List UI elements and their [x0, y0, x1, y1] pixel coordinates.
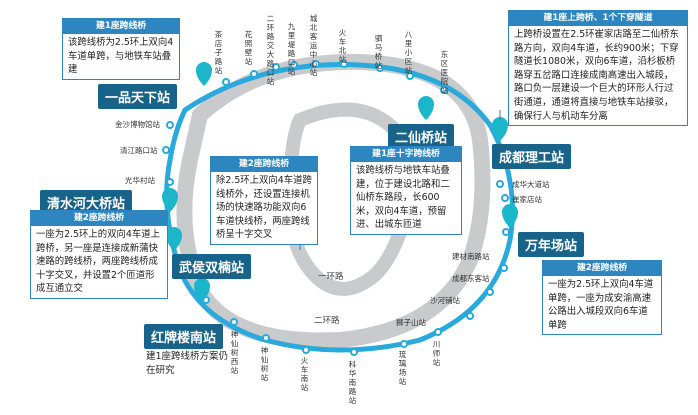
station-label: 清江路口站 — [120, 146, 158, 155]
info-box-left: 建2座跨线桥 一座为2.5环上的双向4车道上跨桥，另一座是连接成新蒲快速路的跨线… — [30, 210, 168, 299]
info-box-top-left: 建1座跨线桥 该跨线桥为2.5环上双向4车道单跨，与地铁车站叠建 — [62, 18, 180, 80]
station-label: 茶店子路站 — [214, 30, 223, 75]
station-label: 成华大道站 — [512, 180, 550, 189]
station-badge-erxian: 二仙桥站 — [388, 124, 455, 149]
info-box-title: 建1座跨线桥 — [63, 19, 179, 34]
info-box-body: 一座为2.5环上双向4车道单跨，一座为成安渝高速公路出入城段双向6车道单跨 — [548, 279, 654, 331]
station-label: 神仙树西站 — [230, 330, 239, 375]
station-label: 金沙博物馆站 — [115, 120, 160, 129]
station-label: 光华村站 — [125, 176, 155, 185]
station-label: 科华南路站 — [348, 360, 357, 405]
second-ring-label: 二环路 — [314, 316, 340, 326]
station-label: 八里小区站 — [404, 30, 413, 75]
info-box-title: 建2座跨线桥 — [31, 211, 167, 226]
station-label: 城北客运中心站 — [309, 14, 318, 77]
station-dots — [162, 60, 510, 356]
info-box-center-left: 建2座跨线桥 除2.5环上双向4车道跨线桥外，还设置连接机场的快速路功能双向6车… — [210, 156, 318, 245]
info-box-title: 建2座跨线桥 — [543, 261, 661, 276]
info-box-center-right: 建1座十字跨线桥 该跨线桥与地铁车站叠建，位于建设北路和二仙桥东路段，长600米… — [350, 146, 462, 235]
station-badge-wanniang: 万年场站 — [518, 232, 585, 257]
station-label: 琉璃场站 — [398, 350, 407, 386]
station-label: 成都东客站 — [452, 274, 490, 283]
first-ring-label: 一环路 — [318, 272, 344, 282]
info-box-body: 除2.5环上双向4车道跨线桥外，还设置连接机场的快速路功能双向6车道快线桥，两座… — [216, 175, 312, 241]
hongpai-note: 建1座跨线桥方案仍在研究 — [146, 351, 229, 376]
station-label: 火车北站 — [338, 28, 347, 64]
station-badge-ligong: 成都理工站 — [492, 144, 572, 169]
info-box-body: 一座为2.5环上的双向4车道上跨桥，另一座是连接成新蒲快速路的跨线桥，两座跨线桥… — [36, 229, 161, 295]
info-box-body: 上跨桥设置在2.5环崔家店路至二仙桥东路方向，双向4车道，长约900米；下穿隧道… — [514, 29, 679, 122]
info-box-bottom-right: 建2座跨线桥 一座为2.5环上双向4车道单跨，一座为成安渝高速公路出入城段双向6… — [542, 260, 662, 336]
info-box-body: 该跨线桥为2.5环上双向4车道单跨，与地铁车站叠建 — [68, 37, 174, 76]
info-box-title: 建2座跨线桥 — [211, 157, 317, 172]
station-label: 沙河铺站 — [430, 296, 460, 305]
station-badge-yipin: 一品天下站 — [98, 84, 178, 109]
station-badge-wuhou: 武侯双楠站 — [172, 254, 252, 279]
station-label: 东区医院站 — [440, 50, 449, 95]
station-label: 驷马桥站 — [374, 34, 383, 70]
station-label: 二环路交大路口站 — [266, 14, 275, 86]
info-box-title: 建1座十字跨线桥 — [351, 147, 461, 162]
info-box-top-right: 建1座上跨桥、1个下穿隧道 上跨桥设置在2.5环崔家店路至二仙桥东路方向，双向4… — [508, 10, 688, 127]
station-label: 狮子山站 — [396, 318, 426, 327]
station-badge-hongpai: 红牌楼南站 — [144, 324, 224, 349]
location-pin-icon — [162, 62, 518, 302]
station-label: 火车南站 — [300, 356, 309, 392]
info-box-title: 建1座上跨桥、1个下穿隧道 — [509, 11, 687, 26]
station-label: 九里堤路口站 — [287, 22, 296, 76]
station-label: 花照壁站 — [244, 30, 253, 66]
station-badge-qingshui: 清水河大桥站 — [40, 190, 133, 215]
station-label: 建材南路站 — [452, 252, 490, 261]
info-box-body: 该跨线桥与地铁车站叠建，位于建设北路和二仙桥东路段，长600米，双向4车道，预留… — [356, 165, 450, 231]
station-label: 神仙树站 — [260, 346, 269, 382]
station-label: 川师站 — [432, 340, 441, 367]
station-label: 崔家店站 — [512, 195, 542, 204]
